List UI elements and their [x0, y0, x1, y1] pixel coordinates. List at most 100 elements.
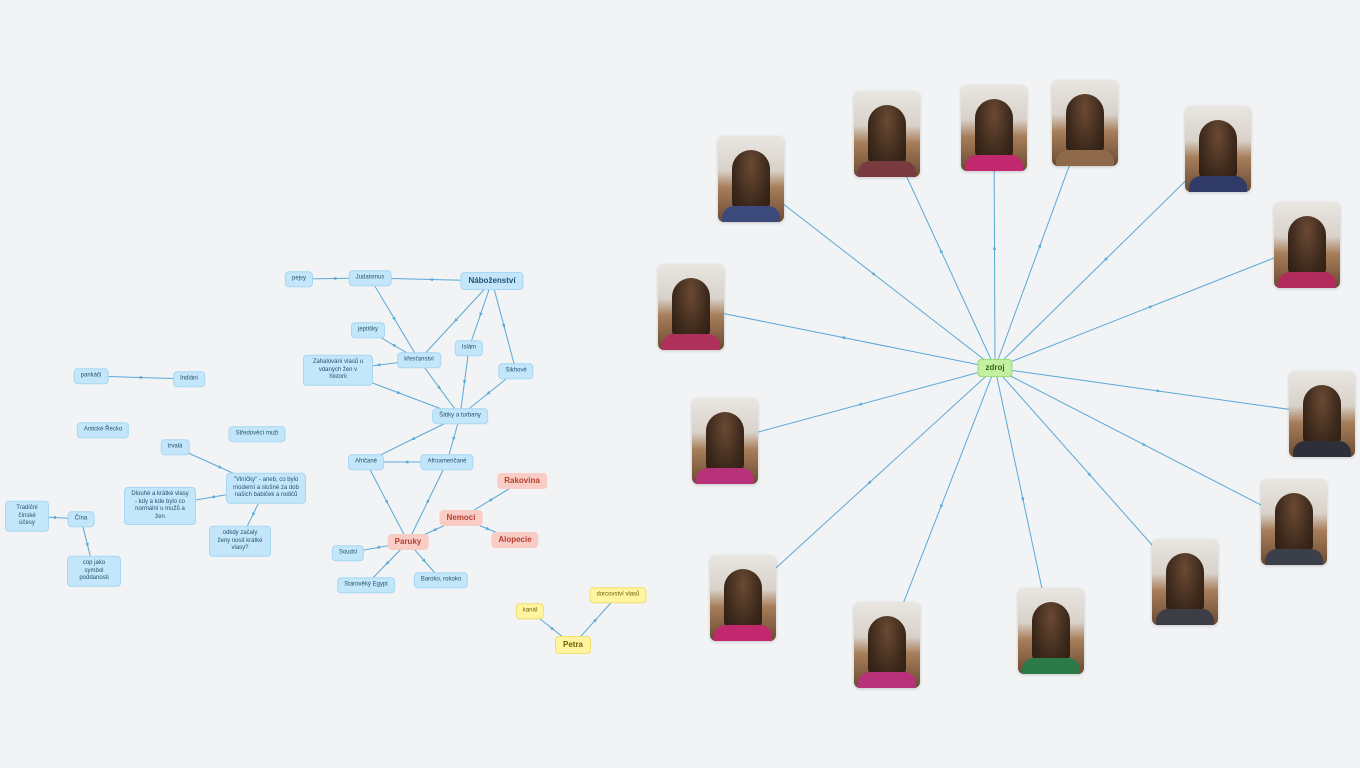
hair-image — [706, 412, 744, 474]
node-krestanstvi[interactable]: křesťanství — [397, 352, 441, 368]
shirt-image — [1189, 176, 1247, 192]
edge-arrow — [501, 323, 506, 329]
edge-arrow — [867, 480, 872, 485]
node-jeptisky[interactable]: jeptišky — [350, 322, 386, 338]
node-satky-a-turbany[interactable]: Šátky a turbany — [432, 408, 488, 424]
hair-image — [975, 99, 1013, 161]
hair-image — [672, 278, 710, 340]
photo-hairstyle-8[interactable] — [1261, 479, 1327, 565]
edge-arrow — [404, 460, 409, 464]
node-dlouhe-a-kratke-vlasy[interactable]: Dlouhé a krátké vlasy - kdy a kde bylo c… — [124, 487, 196, 525]
shirt-image — [1278, 272, 1336, 288]
hair-image — [1166, 553, 1204, 615]
edge-arrow — [396, 390, 402, 394]
node-cina[interactable]: Čína — [67, 511, 95, 527]
shirt-image — [965, 155, 1023, 171]
node-indiani[interactable]: Indiáni — [173, 371, 205, 387]
edge-arrow — [437, 385, 441, 391]
edge-arrow — [1020, 497, 1025, 502]
edge-arrow — [1148, 305, 1154, 309]
photo-hairstyle-5[interactable] — [1185, 106, 1251, 192]
edge-arrow — [432, 527, 437, 532]
node-baroko-rokoko[interactable]: Baroko, rokoko — [413, 572, 469, 588]
photo-hairstyle-9[interactable] — [1152, 539, 1218, 625]
hair-image — [1303, 385, 1341, 447]
shirt-image — [696, 468, 754, 484]
edge-arrow — [1104, 256, 1109, 261]
node-rakovina[interactable]: Rakovina — [497, 473, 547, 489]
node-tradicni-cinske-ucesy[interactable]: Tradiční čínské účesy — [5, 500, 49, 532]
node-kanal[interactable]: kanál — [515, 603, 545, 619]
photo-hairstyle-10[interactable] — [1018, 588, 1084, 674]
edge-arrow — [391, 343, 396, 348]
edge-arrow — [410, 436, 416, 441]
hair-image — [732, 150, 770, 212]
hair-image — [1288, 216, 1326, 278]
shirt-image — [858, 161, 916, 177]
edge-arrow — [375, 545, 381, 549]
node-alopecie[interactable]: Alopecie — [491, 532, 539, 548]
node-nemoci[interactable]: Nemoci — [439, 510, 483, 526]
shirt-image — [722, 206, 780, 222]
edge-arrow — [992, 245, 997, 250]
edge-arrow — [453, 318, 458, 323]
edge-arrow — [463, 379, 467, 385]
photo-hairstyle-6[interactable] — [1274, 202, 1340, 288]
edge-arrow — [485, 526, 491, 530]
node-stredoveci-muzi[interactable]: Středověcí muži — [228, 426, 286, 442]
node-cop-jako-symbol[interactable]: cop jako symbol poddanosti — [67, 555, 121, 587]
hair-image — [1275, 493, 1313, 555]
edge-arrow — [210, 495, 216, 499]
photo-hairstyle-4[interactable] — [1052, 80, 1118, 166]
node-pankaci[interactable]: pankáči — [73, 368, 109, 384]
node-darcovstvi-vlasu[interactable]: dorcovství vlasů — [589, 587, 647, 603]
edge-arrow — [1156, 389, 1161, 393]
edge-arrow — [392, 316, 396, 322]
node-odkdy-kratke-vlasy[interactable]: odkdy začaly ženy nosit krátké vlasy? — [209, 525, 271, 557]
edge-arrow — [1142, 442, 1147, 447]
node-judaismus[interactable]: Judaismus — [348, 270, 392, 286]
edge-arrow — [428, 277, 433, 282]
node-sikhove[interactable]: Sikhové — [498, 363, 534, 379]
photo-hairstyle-14[interactable] — [658, 264, 724, 350]
node-vlnicky[interactable]: "Vlníčky" - aneb, co bylo moderní a sluš… — [226, 472, 306, 504]
edge-arrow — [218, 465, 223, 469]
shirt-image — [1056, 150, 1114, 166]
photo-hairstyle-7[interactable] — [1289, 371, 1355, 457]
edge-arrow — [486, 391, 491, 396]
node-petra[interactable]: Petra — [554, 636, 592, 654]
edge-arrow — [840, 336, 846, 340]
node-pejsy[interactable]: pejsy — [284, 271, 314, 287]
edge-arrow — [593, 618, 598, 623]
node-paruky[interactable]: Paruky — [387, 534, 429, 550]
node-trvala[interactable]: trvalá — [160, 439, 190, 455]
photo-hairstyle-12[interactable] — [710, 555, 776, 641]
node-nabozenstvi[interactable]: Náboženství — [460, 272, 524, 290]
node-africane[interactable]: Afričané — [347, 454, 385, 470]
node-staroveky-egypt[interactable]: Starověký Egypt — [337, 577, 395, 593]
shirt-image — [1156, 609, 1214, 625]
photo-hairstyle-2[interactable] — [854, 91, 920, 177]
edge-arrow — [939, 248, 944, 254]
shirt-image — [1265, 549, 1323, 565]
node-zdroj[interactable]: zdroj — [977, 359, 1013, 377]
photo-hairstyle-11[interactable] — [854, 602, 920, 688]
shirt-image — [714, 625, 772, 641]
shirt-image — [662, 334, 720, 350]
hair-image — [1066, 94, 1104, 156]
photo-hairstyle-3[interactable] — [961, 85, 1027, 171]
node-islam[interactable]: Islám — [454, 340, 484, 356]
node-afroamericane[interactable]: Afroameričané — [420, 454, 474, 470]
hair-image — [1199, 120, 1237, 182]
node-soudci[interactable]: Soudci — [331, 545, 365, 561]
photo-hairstyle-13[interactable] — [692, 398, 758, 484]
edge-arrow — [332, 276, 337, 281]
node-anticke-recko[interactable]: Antické Řecko — [76, 422, 130, 438]
hair-image — [868, 105, 906, 167]
hair-image — [868, 616, 906, 678]
photo-hairstyle-1[interactable] — [718, 136, 784, 222]
shirt-image — [1293, 441, 1351, 457]
edge-arrow — [426, 499, 430, 505]
node-zahalovani[interactable]: Zahalování vlasů u vdaných žen v histori… — [303, 354, 373, 386]
shirt-image — [1022, 658, 1080, 674]
